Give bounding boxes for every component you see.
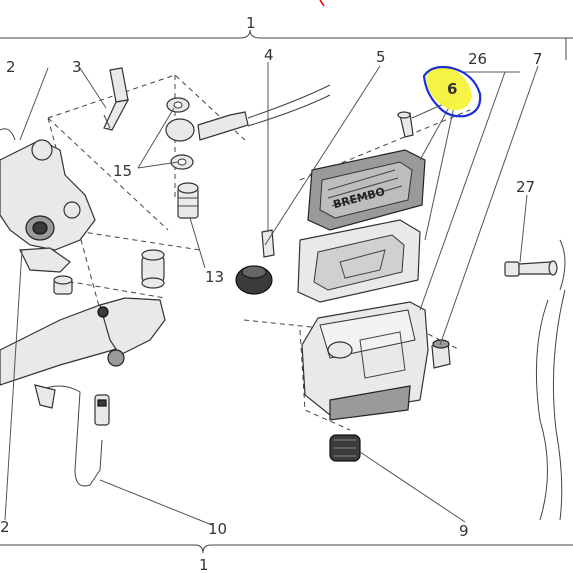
banjo-bolt: [177, 182, 199, 219]
pivot-bushing-13: [141, 249, 165, 289]
label-1-top: 1: [246, 14, 256, 32]
label-2-bottom: 2: [0, 518, 10, 536]
highlight-circle: [422, 65, 482, 118]
label-4: 4: [264, 46, 274, 64]
label-27: 27: [516, 178, 535, 196]
leader-6b: [419, 101, 453, 161]
bleeder-part-4: [261, 229, 275, 258]
leader-15b: [137, 161, 179, 169]
reservoir-body: [301, 301, 429, 421]
leader-15a: [137, 107, 175, 169]
label-5: 5: [376, 48, 386, 66]
leader-7: [439, 65, 539, 346]
cover-part-26: [431, 339, 451, 369]
leader-13: [189, 217, 206, 269]
leader-10: [99, 479, 213, 526]
lever-clamp: [0, 128, 96, 273]
brake-switch-10: [34, 384, 110, 487]
leader-3: [79, 67, 107, 109]
leader-2-bottom: [4, 249, 23, 521]
right-contour: [535, 299, 549, 521]
leader-26: [419, 71, 520, 311]
highlight-blob: [426, 66, 472, 111]
label-1-bottom: 1: [199, 556, 209, 573]
brake-hose: [197, 84, 331, 141]
assembly-line-right-3: [299, 329, 351, 431]
leader-27: [519, 194, 528, 263]
label-26: 26: [468, 50, 487, 68]
screw-part-3: [103, 67, 130, 131]
assembly-line-right-1: [243, 319, 341, 331]
leader-6c: [424, 101, 456, 241]
label-7: 7: [533, 50, 543, 68]
leader-9: [359, 451, 466, 523]
label-3: 3: [72, 58, 82, 76]
label-9: 9: [459, 522, 469, 540]
bolt-part-27: [504, 239, 566, 291]
assembly-line-left-5: [69, 229, 201, 251]
brake-lever: [0, 297, 166, 386]
boot-part-9: [329, 434, 361, 462]
reservoir-cap: BREMBO: [307, 149, 426, 231]
top-group-bracket: [0, 29, 573, 39]
washers-15: [165, 97, 195, 170]
cap-screw-6: [397, 111, 414, 138]
red-mark: [319, 0, 325, 7]
assembly-line-left-1: [47, 117, 169, 231]
label-6: 6: [447, 80, 457, 98]
right-contour-2: [552, 289, 566, 521]
label-15: 15: [113, 162, 132, 180]
leader-2-top: [19, 67, 49, 141]
label-10: 10: [208, 520, 227, 538]
reservoir-gasket: [297, 219, 421, 303]
label-13: 13: [205, 268, 224, 286]
bottom-group-bracket: [0, 544, 573, 554]
leader-5: [264, 65, 381, 246]
small-nut: [53, 275, 73, 295]
seal-part-5: [235, 265, 273, 295]
label-2-top: 2: [6, 58, 16, 76]
